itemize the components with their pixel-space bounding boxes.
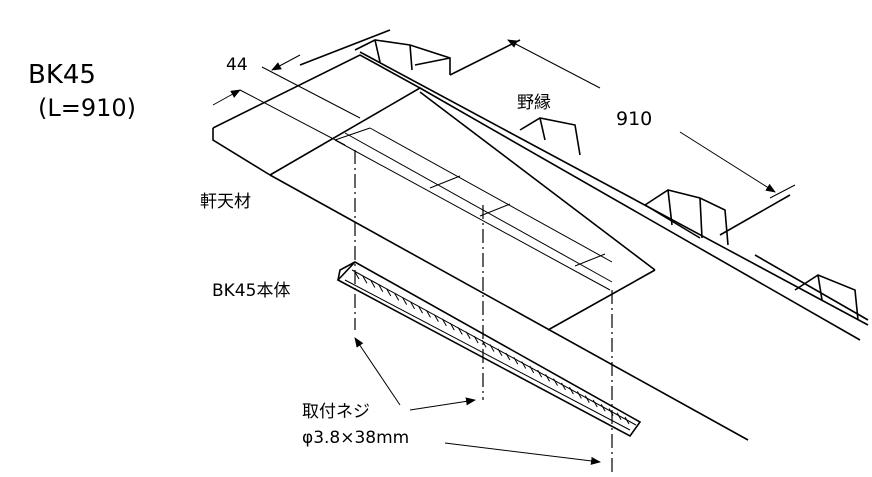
body-label: BK45本体 (212, 281, 291, 301)
vent-slit (354, 271, 360, 280)
vent-slit (553, 378, 558, 386)
vent-slit (378, 284, 384, 293)
width-dimension (212, 54, 361, 146)
vent-slit (624, 416, 630, 425)
vent-slit (481, 339, 487, 348)
screw-axis-lines (354, 150, 613, 472)
soffit-board (212, 54, 749, 441)
vent-slit (513, 357, 519, 365)
vent-slit (537, 369, 543, 378)
vent-slit (386, 288, 392, 297)
vent-slit (362, 276, 368, 284)
vent-slit (418, 305, 423, 314)
vent-slit (394, 293, 400, 301)
leader-arrows (354, 337, 601, 465)
vent-slit (457, 327, 463, 335)
vent-slit (465, 331, 471, 339)
vent-slit (473, 335, 479, 344)
vent-slit (505, 352, 511, 361)
length-dimension (507, 39, 796, 199)
model-length: (L=910) (38, 94, 137, 122)
width-dim-label: 44 (226, 55, 248, 75)
board-slot (334, 127, 613, 291)
vent-slit (497, 348, 503, 357)
screw-label: 取付ネジ (302, 402, 370, 422)
vent-slit (426, 310, 431, 318)
joist-blocks (354, 39, 859, 321)
vent-slit (576, 391, 582, 399)
bk45-body (336, 260, 642, 438)
joist-lines (299, 29, 869, 341)
vent-slit (568, 386, 574, 395)
vent-slit (592, 399, 598, 408)
vent-slit (561, 382, 566, 391)
model-title: BK45 (28, 60, 96, 90)
vent-slit (449, 322, 455, 331)
vent-slit (521, 361, 527, 369)
joist-label: 野縁 (517, 93, 551, 113)
vent-slit (529, 365, 535, 374)
vent-slit (600, 403, 606, 412)
vent-slit (410, 301, 416, 310)
screw-spec-label: φ3.8×38mm (302, 428, 410, 448)
vent-slit (489, 344, 495, 352)
vent-slit (584, 395, 590, 403)
vent-slit (433, 314, 439, 322)
vent-slit (545, 374, 551, 382)
soffit-label: 軒天材 (200, 192, 251, 212)
vent-slit (370, 280, 376, 288)
vent-slit (616, 412, 622, 420)
length-dim-label: 910 (616, 108, 653, 130)
vent-slit (402, 297, 408, 305)
vent-slit (441, 318, 447, 327)
